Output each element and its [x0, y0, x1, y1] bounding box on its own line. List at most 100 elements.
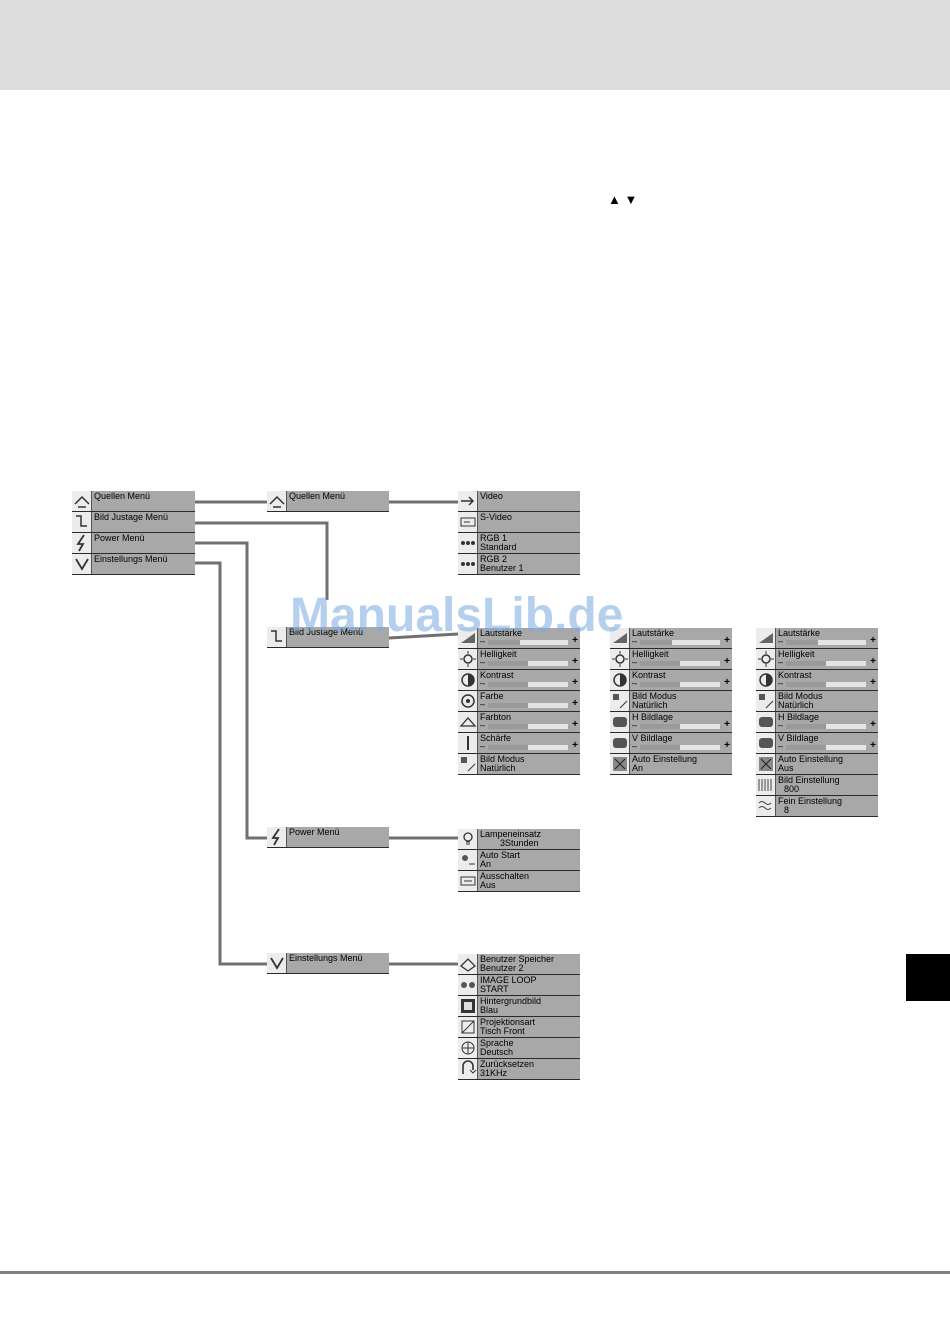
menu-item-label: Benutzer Speicher — [480, 954, 555, 964]
menu-item-label: Kontrast — [632, 670, 666, 680]
menu-item-label: Bild Modus — [632, 691, 677, 701]
menu-item[interactable]: V Bildlage–+ — [756, 733, 878, 754]
menu-item-label: Farbe — [480, 691, 504, 701]
main-menu-item[interactable]: Quellen Menü — [72, 491, 195, 512]
level-slider[interactable]: –+ — [632, 677, 730, 689]
auto-adjust-icon — [756, 754, 776, 774]
menu-item[interactable]: V Bildlage–+ — [610, 733, 732, 754]
menu-item-label: Auto Start — [480, 850, 521, 860]
menu-item-value: An — [632, 763, 644, 773]
menu-item-value: 3Stunden — [500, 838, 539, 848]
menu-item-label: Lautstärke — [480, 628, 523, 638]
v-position-icon — [756, 733, 776, 753]
volume-icon — [458, 628, 478, 648]
level-slider[interactable]: –+ — [632, 656, 730, 668]
level-slider[interactable]: –+ — [480, 656, 578, 668]
menu-item[interactable]: Lautstärke–+ — [610, 628, 732, 649]
menu-item[interactable]: H Bildlage–+ — [756, 712, 878, 733]
level-slider[interactable]: –+ — [480, 719, 578, 731]
menu-item[interactable]: Kontrast–+ — [458, 670, 580, 691]
menu-item[interactable]: Schärfe–+ — [458, 733, 580, 754]
reset-icon — [458, 1059, 478, 1079]
power-icon — [72, 533, 92, 553]
level-slider[interactable]: –+ — [632, 635, 730, 647]
menu-item-value: Natürlich — [778, 700, 814, 710]
menu-item[interactable]: Lautstärke–+ — [458, 628, 580, 649]
level-slider[interactable]: –+ — [480, 740, 578, 752]
menu-item[interactable]: Kontrast–+ — [610, 670, 732, 691]
level-slider[interactable]: –+ — [632, 719, 730, 731]
level-slider[interactable]: –+ — [778, 656, 876, 668]
level-slider[interactable]: –+ — [778, 740, 876, 752]
menu-item-value: Standard — [480, 542, 517, 552]
picture-adjust-icon — [72, 512, 92, 532]
main-menu-item[interactable]: Bild Justage Menü — [72, 512, 195, 533]
level-slider[interactable]: –+ — [778, 719, 876, 731]
menu-item[interactable]: Farbe–+ — [458, 691, 580, 712]
picture-menu-title-item[interactable]: Bild Justage Menü — [267, 627, 389, 648]
menu-item[interactable]: H Bildlage–+ — [610, 712, 732, 733]
menu-item[interactable]: Helligkeit–+ — [458, 649, 580, 670]
menu-item[interactable]: Video — [458, 491, 580, 512]
up-down-arrows: ▲ ▼ — [608, 192, 638, 207]
contrast-icon — [458, 670, 478, 690]
picture-menu-title: Bild Justage Menü — [267, 627, 389, 648]
color-icon — [458, 691, 478, 711]
setup-menu-title: Einstellungs Menü — [267, 953, 389, 974]
menu-item-label: Video — [480, 491, 503, 501]
menu-item-label: Schärfe — [480, 733, 512, 743]
level-slider[interactable]: –+ — [632, 740, 730, 752]
menu-item-label: Bild Modus — [778, 691, 823, 701]
main-menu-item[interactable]: Power Menü — [72, 533, 195, 554]
level-slider[interactable]: –+ — [480, 677, 578, 689]
menu-item-value: 31KHz — [480, 1068, 508, 1078]
level-slider[interactable]: –+ — [480, 698, 578, 710]
menu-item-label: RGB 1 — [480, 533, 508, 543]
menu-item[interactable]: Farbton–+ — [458, 712, 580, 733]
menu-item[interactable]: S-Video — [458, 512, 580, 533]
source-menu-title-item[interactable]: Quellen Menü — [267, 491, 389, 512]
menu-item[interactable]: Helligkeit–+ — [756, 649, 878, 670]
menu-item-value: Aus — [778, 763, 794, 773]
main-menu-label: Power Menü — [94, 533, 145, 543]
power-menu-title-item[interactable]: Power Menü — [267, 827, 389, 848]
menu-item-label: Helligkeit — [480, 649, 517, 659]
setup-menu-title-item[interactable]: Einstellungs Menü — [267, 953, 389, 974]
level-slider[interactable]: –+ — [778, 677, 876, 689]
menu-item[interactable]: Lautstärke–+ — [756, 628, 878, 649]
menu-item-value: Natürlich — [632, 700, 668, 710]
menu-item[interactable]: Helligkeit–+ — [610, 649, 732, 670]
power-icon — [267, 827, 287, 847]
picture-mode-icon — [610, 691, 630, 711]
menu-item-label: RGB 2 — [480, 554, 508, 564]
menu-item[interactable]: Kontrast–+ — [756, 670, 878, 691]
h-position-icon — [610, 712, 630, 732]
footer-rule — [0, 1271, 950, 1274]
contrast-icon — [756, 670, 776, 690]
level-slider[interactable]: –+ — [480, 635, 578, 647]
level-slider[interactable]: –+ — [778, 635, 876, 647]
main-menu-item[interactable]: Einstellungs Menü — [72, 554, 195, 575]
auto-adjust-icon — [610, 754, 630, 774]
